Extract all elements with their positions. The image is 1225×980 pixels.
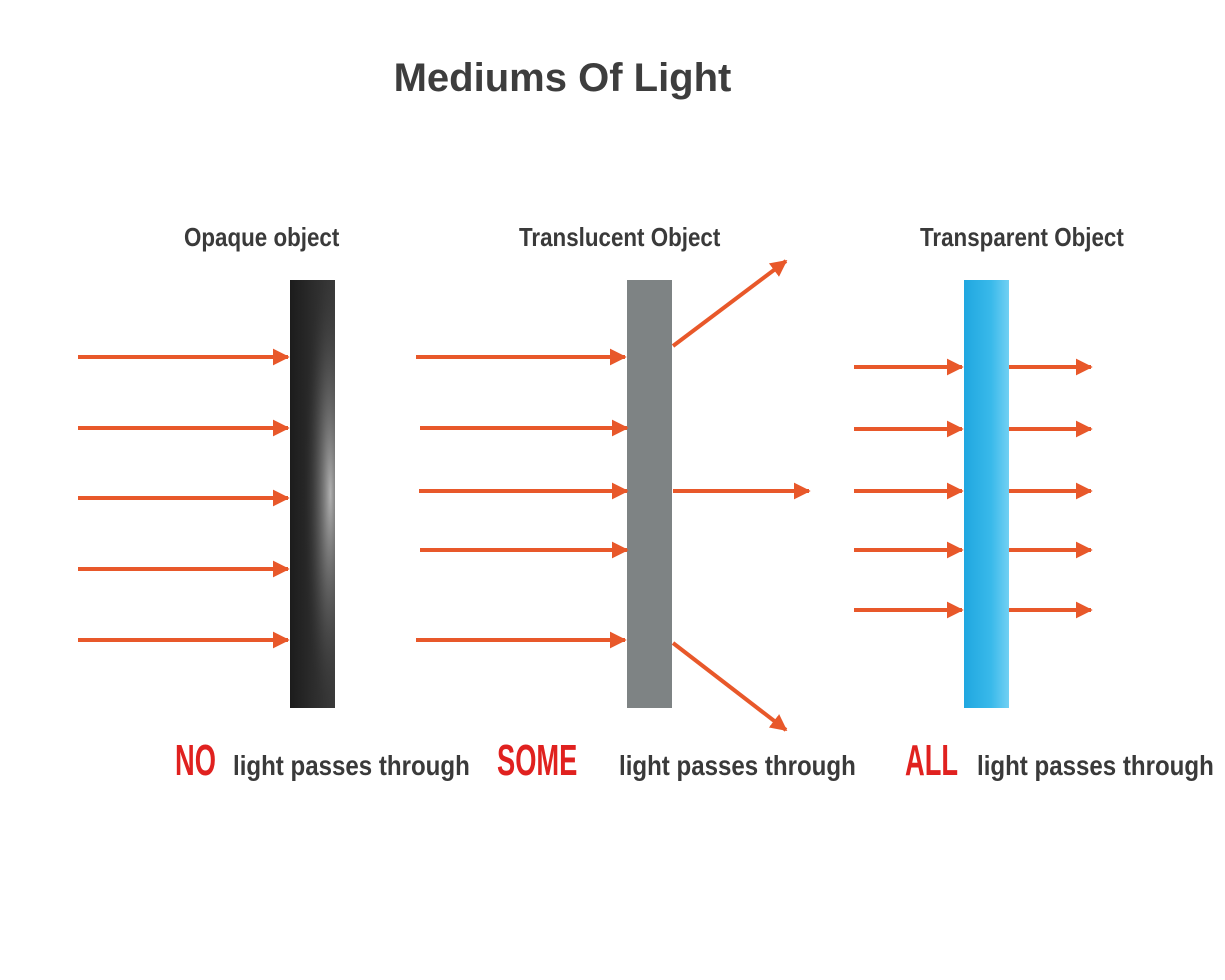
- translucent-scattered-ray-down: [671, 641, 788, 732]
- translucent-title: Translucent Object: [519, 222, 721, 252]
- transparent-title: Transparent Object: [920, 222, 1124, 252]
- opaque-keyword: NO: [175, 736, 216, 785]
- diagram-title: Mediums Of Light: [393, 56, 732, 100]
- translucent-keyword: SOME: [497, 736, 578, 785]
- opaque-caption-text: light passes through: [233, 750, 471, 781]
- opaque-block-shading: [290, 280, 335, 708]
- translucent-rays: [416, 259, 811, 732]
- transparent-caption: ALL light passes through: [905, 736, 1225, 786]
- transparent-block: [964, 280, 1009, 708]
- opaque-incoming-rays: [78, 348, 290, 649]
- translucent-scattered-ray-up: [671, 259, 788, 348]
- opaque-caption: NO light passes through: [175, 736, 509, 786]
- transparent-rays: [854, 358, 1093, 619]
- translucent-caption-text: light passes through: [618, 750, 856, 781]
- translucent-block: [627, 280, 672, 708]
- transparent-keyword: ALL: [905, 736, 959, 785]
- transparent-caption-text: light passes through: [976, 750, 1214, 781]
- translucent-caption: SOME light passes through: [497, 736, 894, 786]
- opaque-title: Opaque object: [184, 222, 340, 252]
